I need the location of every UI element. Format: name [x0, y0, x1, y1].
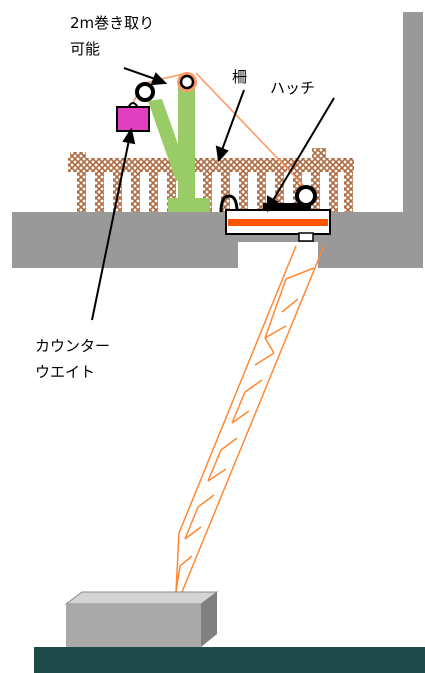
winch-label-line2: 可能 — [70, 40, 101, 58]
counterweight-label-line2: ウエイト — [35, 363, 96, 381]
fence-arrowhead — [215, 145, 229, 163]
crane — [148, 84, 210, 213]
hatch-arrow — [271, 97, 335, 203]
counterweight-label-line1: カウンター — [35, 337, 111, 355]
counterweight — [116, 106, 150, 132]
deck-floor — [12, 212, 423, 268]
rope-ladder — [175, 245, 325, 593]
counterweight-arrow — [91, 139, 130, 321]
pulley-left — [135, 82, 155, 102]
bottom-box — [64, 591, 219, 647]
counterweight-arrowhead — [122, 127, 136, 145]
hatch-cover — [225, 185, 331, 242]
pulley-top-inner — [179, 74, 195, 90]
floor — [34, 647, 425, 673]
hatch-arrowhead — [267, 195, 279, 213]
winch-label-line1: 2m巻き取り — [70, 14, 155, 32]
hatch-hinge — [219, 194, 239, 213]
fence-arrow — [221, 89, 245, 151]
right-wall — [403, 12, 423, 227]
winch-arrowhead — [150, 72, 168, 86]
fence-label: 柵 — [232, 68, 248, 86]
hatch-label: ハッチ — [270, 79, 316, 97]
winch-arrow — [123, 67, 159, 81]
